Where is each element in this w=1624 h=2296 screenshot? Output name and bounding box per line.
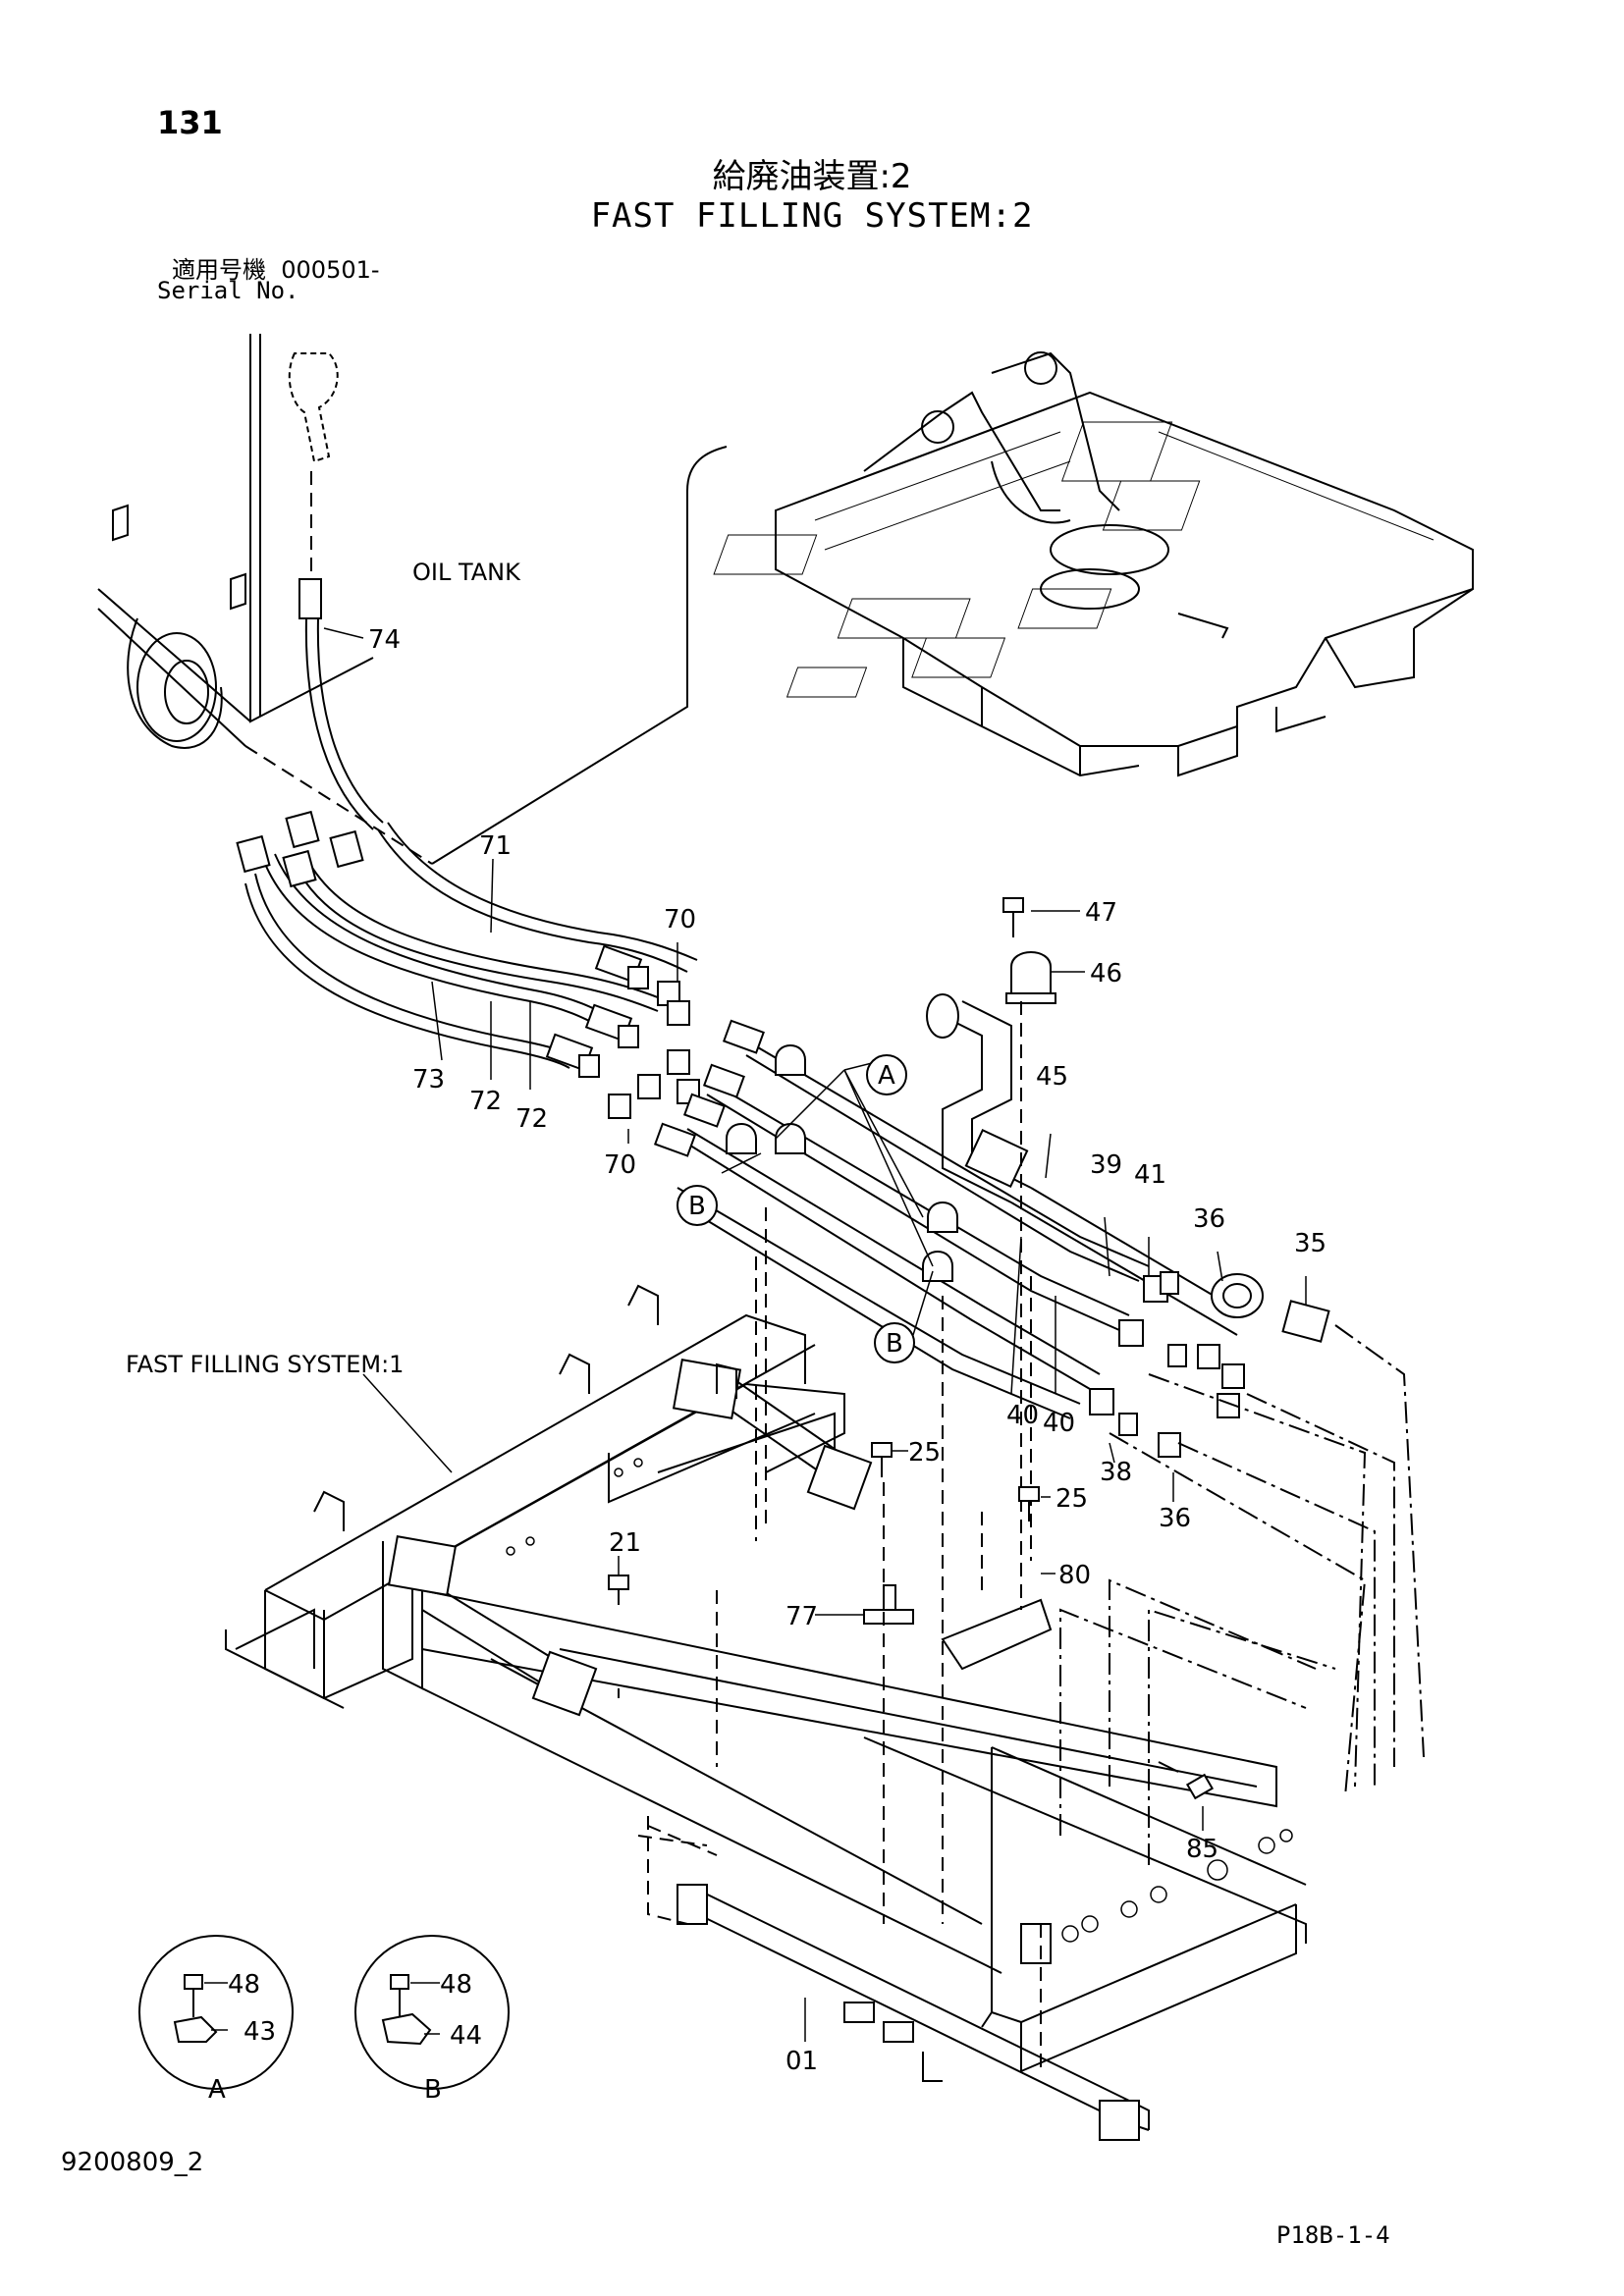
callout-25-b: 25	[1056, 1484, 1088, 1514]
lower-frame	[225, 1284, 1277, 1974]
detail-view-b: 48 44 B	[354, 1935, 510, 2105]
page-code: P18B-1-4	[1276, 2221, 1390, 2249]
serial-label-japanese: 適用号機 000501-	[172, 250, 380, 285]
callout-25-a: 25	[908, 1438, 941, 1468]
hoses	[236, 617, 698, 1078]
upper-frame	[713, 351, 1474, 777]
callout-39: 39	[1090, 1150, 1122, 1180]
callout-70-bottom: 70	[604, 1150, 636, 1180]
callout-36-top: 36	[1193, 1204, 1225, 1234]
callout-72-a: 72	[469, 1087, 502, 1116]
callout-47: 47	[1085, 898, 1117, 928]
callout-45: 45	[1036, 1062, 1068, 1092]
oil-tank	[97, 334, 728, 865]
fast-filling-1-label: FAST FILLING SYSTEM:1	[126, 1351, 404, 1378]
callout-41: 41	[1134, 1160, 1166, 1190]
pipes-assembly	[608, 897, 1330, 1458]
callout-80: 80	[1058, 1561, 1091, 1590]
detail-markers: A B B	[677, 1054, 915, 1363]
detail-a-clamp-label: 43	[244, 2017, 276, 2047]
document-number: 9200809_2	[61, 2148, 204, 2177]
callout-leaders	[323, 627, 1307, 2042]
callout-77: 77	[785, 1602, 818, 1631]
title-japanese: 給廃油装置:2	[712, 157, 912, 196]
detail-b-bolt-label: 48	[440, 1970, 472, 2000]
callout-35: 35	[1294, 1229, 1326, 1258]
serial-value: 000501-	[281, 256, 380, 284]
marker-a: A	[878, 1061, 895, 1091]
marker-b-left: B	[688, 1192, 706, 1221]
leader-lines	[618, 1001, 1425, 2071]
detail-a-letter: A	[208, 2075, 226, 2105]
callout-36-bottom: 36	[1159, 1504, 1191, 1533]
marker-b-right: B	[886, 1329, 903, 1359]
callout-01: 01	[785, 2047, 818, 2076]
callout-38: 38	[1100, 1458, 1132, 1487]
detail-b-letter: B	[424, 2075, 442, 2105]
detail-b-clamp-label: 44	[450, 2021, 482, 2051]
callout-21: 21	[609, 1528, 641, 1558]
title-english: FAST FILLING SYSTEM:2	[590, 196, 1034, 236]
detail-view-a: 48 43 A	[138, 1935, 294, 2105]
detail-a-bolt-label: 48	[228, 1970, 260, 2000]
serial-label-jp-text: 適用号機	[172, 256, 266, 284]
callout-46: 46	[1090, 959, 1122, 988]
callout-70-top: 70	[664, 905, 696, 934]
callout-72-b: 72	[515, 1104, 548, 1134]
callout-74: 74	[368, 625, 401, 655]
callout-40-b: 40	[1043, 1409, 1075, 1438]
bolts	[608, 1442, 1215, 1800]
callout-73: 73	[412, 1065, 445, 1095]
callout-40-a: 40	[1006, 1401, 1039, 1430]
oil-tank-label: OIL TANK	[412, 559, 521, 586]
callout-71: 71	[479, 831, 512, 861]
page-number: 131	[157, 104, 223, 141]
lower-rail	[677, 1584, 1307, 2141]
serial-label-english: Serial No.	[157, 277, 299, 304]
callout-85: 85	[1186, 1835, 1218, 1864]
callout-numbers: 74 71 70 73 72 72 70 47 46 45 39 41 36 3…	[368, 625, 1326, 2076]
